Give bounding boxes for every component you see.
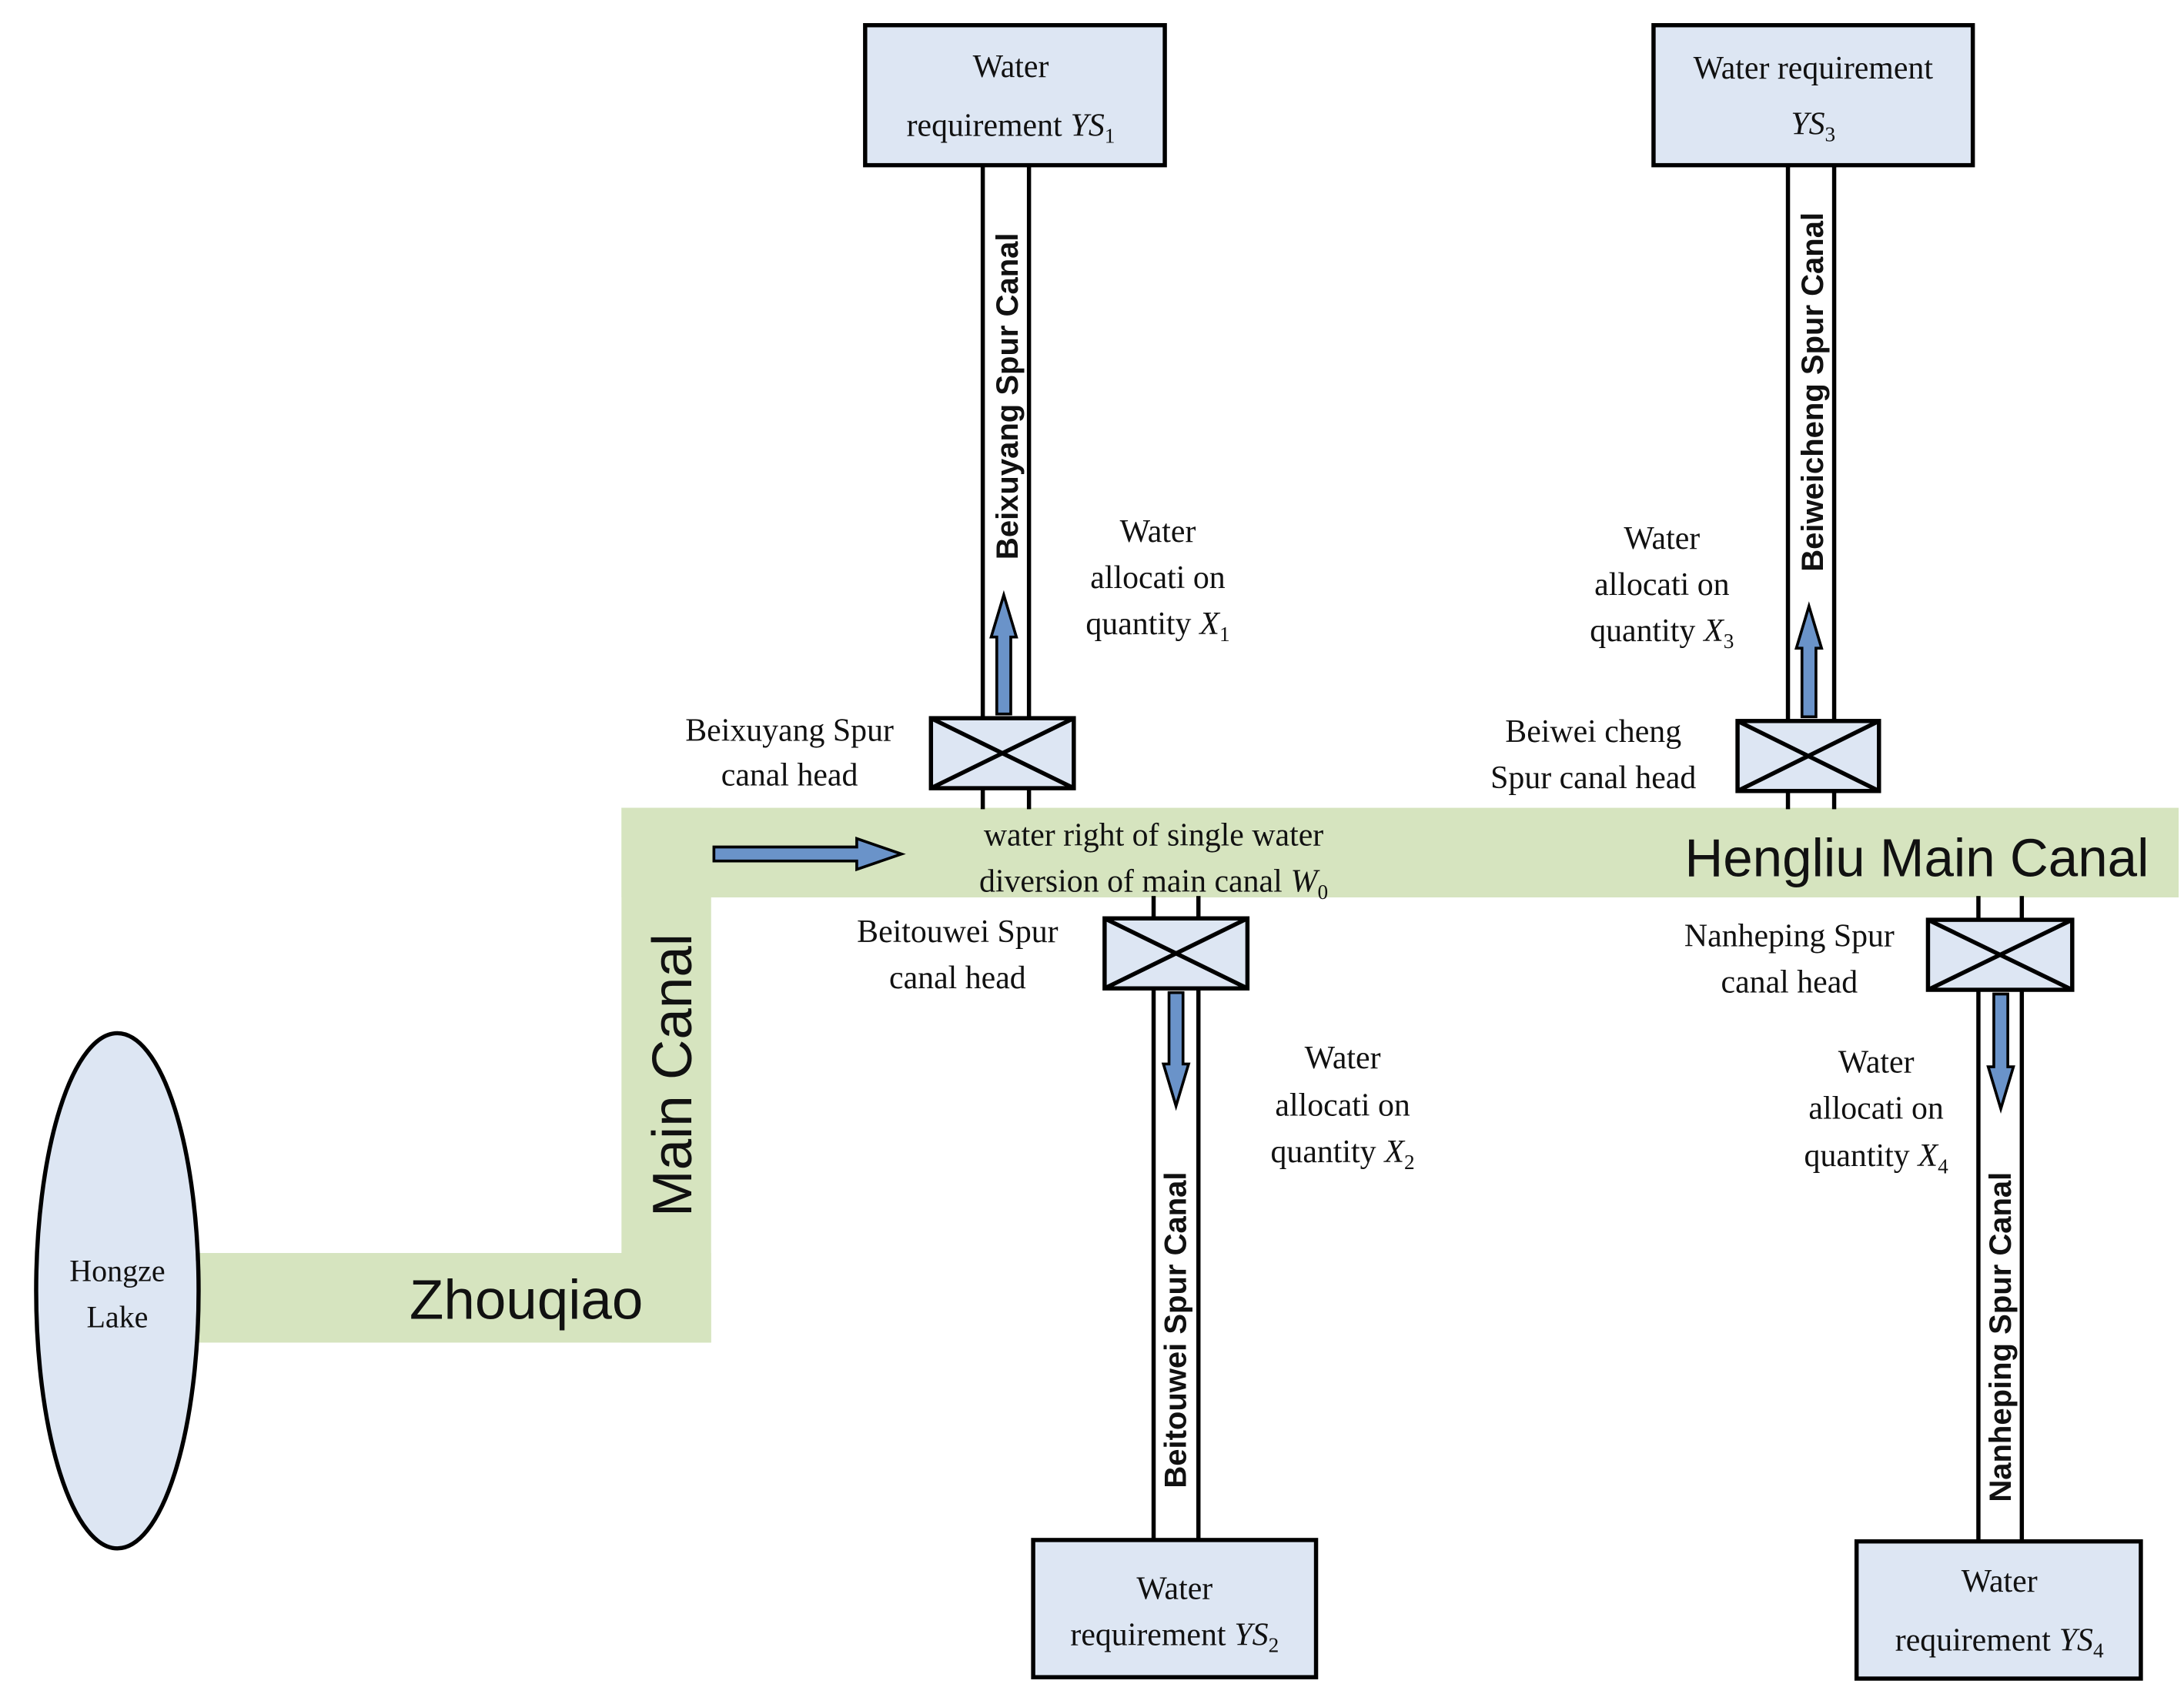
- hongze-lake: [34, 1031, 201, 1551]
- main-flow-label-text: diversion of main canal: [979, 864, 1283, 900]
- spur-beixuyang-req-var: YS: [1071, 108, 1105, 143]
- spur-beitouwei-requirement-box: [1031, 1538, 1319, 1679]
- spur-nanheping-req-text: requirement: [1895, 1623, 2051, 1659]
- lake-label-line2: Lake: [86, 1299, 148, 1334]
- spur-beitouwei-alloc-line1: Water: [1305, 1041, 1381, 1076]
- spur-beitouwei-req-var: YS: [1234, 1617, 1268, 1652]
- spur-nanheping-gate-cross-b: [1927, 917, 2073, 992]
- spur-beitouwei-gate-cross-b: [1103, 916, 1249, 991]
- spur-nanheping-alloc-var: X: [1917, 1138, 1939, 1174]
- spur-beiweicheng-req-sub: 3: [1825, 123, 1836, 146]
- spur-beixuyang-req-line2: requirement YS1: [907, 108, 1115, 147]
- spur-nanheping-req-var: YS: [2059, 1623, 2093, 1659]
- spur-beiweicheng-flow-arrow-icon: [1794, 601, 1824, 719]
- hengliu-main-canal-label: Hengliu Main Canal: [1684, 828, 2149, 888]
- spur-beiweicheng-head-line2: Spur canal head: [1490, 760, 1696, 796]
- spur-beiweicheng: Water requirement YS3 Beiweicheng Spur C…: [1490, 23, 1975, 810]
- spur-beitouwei-req-text: requirement: [1070, 1617, 1226, 1652]
- spur-beiweicheng-req-var: YS: [1791, 107, 1824, 142]
- spur-beixuyang-requirement-box: [863, 23, 1167, 168]
- spur-nanheping-alloc-sub: 4: [1938, 1154, 1948, 1178]
- spur-beiweicheng-head-line1: Beiwei cheng: [1505, 714, 1681, 750]
- spur-nanheping-flow-arrow-icon: [1986, 992, 2015, 1114]
- spur-nanheping-req-line1: Water: [1962, 1564, 2038, 1599]
- spur-nanheping-alloc-line2: allocati on: [1808, 1091, 1943, 1126]
- spur-beitouwei-alloc-line2: allocati on: [1275, 1088, 1410, 1124]
- spur-beixuyang-flow-arrow-icon: [989, 590, 1018, 716]
- spur-beixuyang-alloc-var: X: [1198, 606, 1220, 642]
- spur-nanheping-alloc-line1: Water: [1838, 1044, 1915, 1080]
- spur-beixuyang-alloc-line2: allocati on: [1090, 560, 1225, 596]
- main-flow-arrow-icon: [712, 837, 906, 872]
- spur-nanheping-requirement-box: [1854, 1539, 2143, 1681]
- spur-beixuyang-req-line1: Water: [973, 49, 1049, 85]
- spur-beiweicheng-canal-name: Beiweicheng Spur Canal: [1796, 212, 1830, 572]
- spur-beitouwei-head-line2: canal head: [889, 961, 1026, 996]
- spur-nanheping-canal-name: Nanheping Spur Canal: [1984, 1172, 2018, 1502]
- spur-beiweicheng-gate-cross-b: [1736, 719, 1880, 794]
- spur-beiweicheng-requirement-box: [1651, 23, 1975, 168]
- main-flow-label-line1: water right of single water: [984, 818, 1323, 854]
- spur-beixuyang-alloc-sub: 1: [1219, 623, 1230, 646]
- spur-beiweicheng-alloc-var: X: [1702, 613, 1724, 649]
- spur-beiweicheng-alloc-sub: 3: [1724, 630, 1734, 653]
- main-canal-label: Main Canal: [641, 934, 704, 1217]
- main-flow-var: W: [1291, 864, 1321, 900]
- spur-beitouwei-alloc-sub: 2: [1404, 1151, 1415, 1174]
- spur-beiweicheng-req-line2: YS3: [1791, 107, 1835, 146]
- spur-nanheping-alloc-text: quantity: [1804, 1138, 1910, 1174]
- spur-beixuyang-head-line2: canal head: [721, 757, 858, 793]
- spur-beixuyang-alloc-text: quantity: [1085, 606, 1191, 642]
- lake-label-line1: Hongze: [69, 1253, 165, 1288]
- spur-nanheping-head-line2: canal head: [1721, 965, 1858, 1001]
- spur-beitouwei-alloc-var: X: [1383, 1134, 1406, 1170]
- spur-beitouwei-alloc-text: quantity: [1270, 1134, 1376, 1170]
- spur-beixuyang-req-text: requirement: [907, 108, 1062, 143]
- spur-beitouwei-head-line1: Beitouwei Spur: [857, 914, 1058, 950]
- spur-nanheping-req-sub: 4: [2093, 1639, 2104, 1662]
- zhouqiao-label: Zhouqiao: [410, 1269, 643, 1331]
- spur-beiweicheng-alloc-line1: Water: [1624, 521, 1700, 556]
- spur-beixuyang-canal-name: Beixuyang Spur Canal: [991, 232, 1025, 560]
- main-flow-sub: 0: [1317, 880, 1328, 904]
- spur-beiweicheng-alloc-line2: allocati on: [1594, 567, 1729, 603]
- spur-beixuyang-gate-cross-b: [930, 716, 1075, 790]
- spur-beixuyang-head-line1: Beixuyang Spur: [685, 713, 894, 748]
- spur-beitouwei-req-sub: 2: [1269, 1633, 1279, 1656]
- spur-beiweicheng-alloc-text: quantity: [1590, 613, 1695, 649]
- spur-beixuyang-alloc-line1: Water: [1120, 514, 1196, 550]
- spur-beiweicheng-req-line1: Water requirement: [1694, 51, 1934, 86]
- spur-beitouwei-canal-name: Beitouwei Spur Canal: [1159, 1171, 1192, 1488]
- spur-beitouwei-req-line1: Water: [1136, 1571, 1212, 1606]
- spur-beitouwei-flow-arrow-icon: [1161, 991, 1191, 1111]
- spur-nanheping-head-line1: Nanheping Spur: [1684, 919, 1895, 954]
- spur-beixuyang-req-sub: 1: [1105, 125, 1115, 148]
